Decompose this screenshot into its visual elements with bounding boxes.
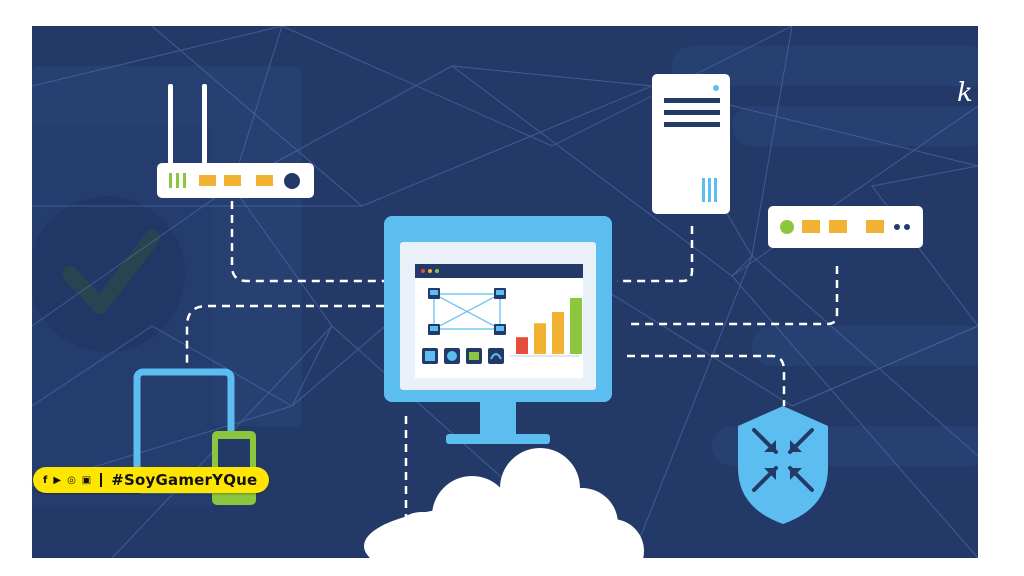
mini-bar xyxy=(570,298,582,354)
switch-icon xyxy=(768,206,923,248)
badge-divider xyxy=(100,473,103,487)
twitch-icon[interactable]: ▣ xyxy=(81,474,92,486)
facebook-icon[interactable]: f xyxy=(43,474,48,486)
network-illustration xyxy=(32,26,978,558)
instagram-icon[interactable]: ◎ xyxy=(67,474,76,486)
mini-bar xyxy=(552,312,564,354)
hashtag-badge[interactable]: f ▶ ◎ ▣ #SoyGamerYQue xyxy=(33,467,270,493)
cloud-icon xyxy=(364,448,644,558)
mini-app-icons xyxy=(422,348,504,364)
monitor-icon xyxy=(384,216,612,444)
brand-logo: k xyxy=(957,78,973,108)
mini-node-screens xyxy=(430,290,504,331)
mini-bar xyxy=(516,337,528,354)
youtube-icon[interactable]: ▶ xyxy=(53,474,62,486)
checkmark-icon xyxy=(32,196,185,352)
hashtag-text: #SoyGamerYQue xyxy=(111,471,258,489)
shield-icon xyxy=(738,406,828,524)
mini-network-diagram xyxy=(433,293,501,330)
router-icon xyxy=(157,84,314,198)
mini-bar-chart xyxy=(516,298,582,354)
mini-bar xyxy=(534,323,546,354)
server-icon xyxy=(652,74,730,214)
